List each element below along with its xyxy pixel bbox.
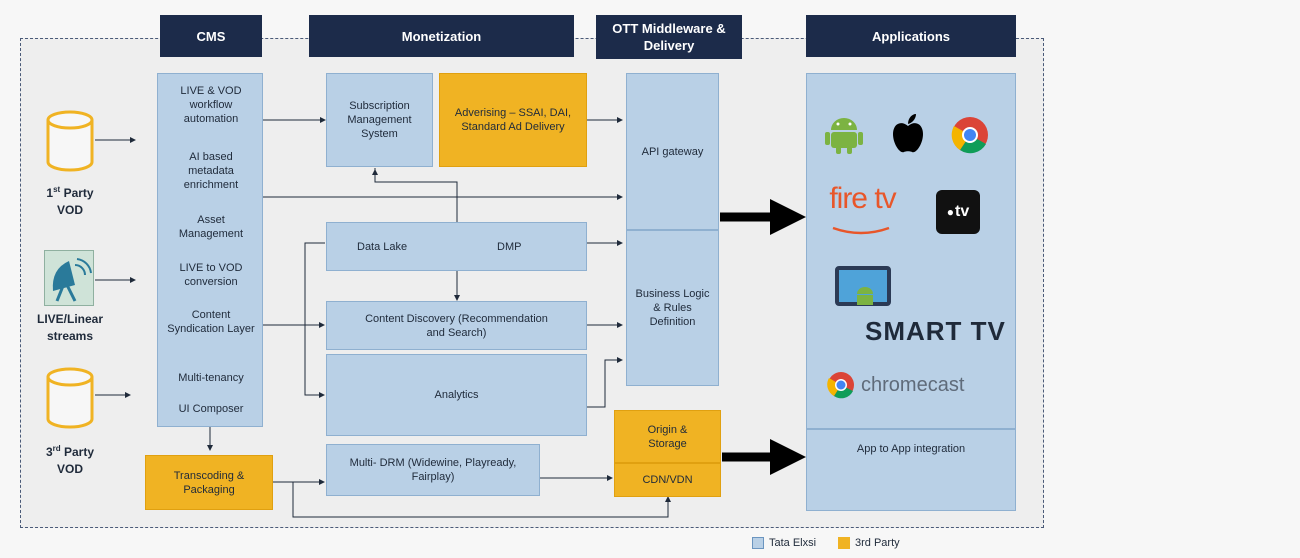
legend-third-party-label: 3rd Party — [855, 537, 900, 549]
advertising-box: Adverising – SSAI, DAI, Standard Ad Deli… — [439, 73, 587, 167]
cms-item-workflow: LIVE & VOD workflow automation — [180, 85, 242, 125]
chrome-icon — [951, 117, 988, 154]
cms-panel: LIVE & VOD workflow automation AI based … — [157, 73, 263, 427]
legend-tata-label: Tata Elxsi — [769, 537, 817, 549]
database-icon-third-party — [46, 367, 94, 429]
android-tablet-icon — [835, 266, 891, 306]
apple-icon — [893, 114, 923, 153]
data-lake-label: Data Lake — [357, 241, 408, 253]
api-gateway-box: API gateway — [626, 73, 719, 230]
legend-swatch-third-party — [838, 537, 850, 549]
data-lake-dmp-box: Data Lake DMP — [326, 222, 587, 271]
legend-third-party: 3rd Party — [838, 537, 900, 549]
legend-tata: Tata Elxsi — [752, 537, 816, 549]
cms-item-live-to-vod: LIVE to VOD conversion — [179, 262, 243, 288]
analytics-box: Analytics — [326, 354, 587, 436]
cms-item-multi-tenancy: Multi-tenancy — [178, 372, 244, 384]
multi-drm-box: Multi- DRM (Widewine, Playready, Fairpla… — [326, 444, 540, 496]
cms-item-syndication: Content Syndication Layer — [167, 309, 255, 335]
cms-item-ai-metadata: AI based metadata enrichment — [183, 151, 239, 191]
cdn-vdn-box: CDN/VDN — [614, 463, 721, 497]
database-icon-first-party — [46, 110, 94, 172]
transcoding-box: Transcoding & Packaging — [145, 455, 273, 510]
app-to-app-box: App to App integration — [806, 429, 1016, 511]
firetv-logo: fire tv — [825, 184, 900, 236]
chromecast-chrome-icon — [827, 372, 854, 399]
header-ott: OTT Middleware & Delivery — [596, 15, 742, 59]
android-icon — [825, 118, 863, 154]
chromecast-logo: chromecast — [827, 371, 964, 399]
smart-tv-logo: SMART TV — [865, 316, 1006, 346]
cms-item-asset-management: Asset Management — [178, 214, 244, 240]
cms-item-ui-composer: UI Composer — [178, 403, 244, 415]
apple-tv-icon: ●tv — [936, 190, 980, 234]
origin-storage-box: Origin & Storage — [614, 410, 721, 463]
header-applications: Applications — [806, 15, 1016, 57]
dmp-label: DMP — [497, 241, 522, 253]
header-monetization: Monetization — [309, 15, 574, 57]
business-logic-box: Business Logic & Rules Definition — [626, 230, 719, 386]
third-party-vod-label: 3rd Party VOD — [45, 444, 95, 476]
legend-swatch-tata — [752, 537, 764, 549]
applications-panel: fire tv ●tv SMART TV chromecast — [806, 73, 1016, 429]
header-cms: CMS — [160, 15, 262, 57]
content-discovery-box: Content Discovery (Recommendation and Se… — [326, 301, 587, 350]
first-party-vod-label: 1st Party VOD — [46, 185, 94, 217]
subscription-management-box: Subscription Management System — [326, 73, 433, 167]
satellite-dish-icon — [44, 250, 94, 306]
